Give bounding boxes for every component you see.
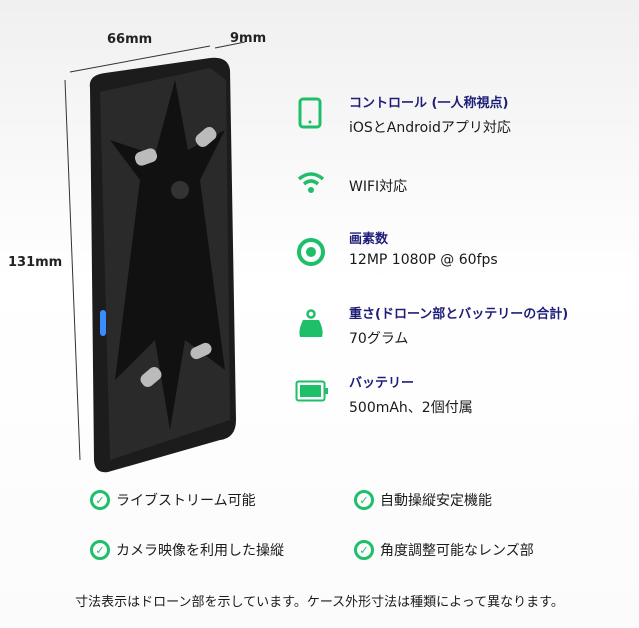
depth-dimension: 9mm <box>230 31 267 46</box>
check-circle-icon: ✓ <box>90 540 110 560</box>
wifi-icon <box>297 172 325 193</box>
drone-device-image <box>64 41 246 473</box>
spec-value-battery: 500mAh、2個付属 <box>349 400 473 416</box>
spec-title-resolution: 画素数 <box>349 232 389 247</box>
spec-value-wifi: WIFI対応 <box>349 179 408 195</box>
feature-item: ✓ ライブストリーム可能 <box>90 490 256 510</box>
height-dimension: 131mm <box>8 255 63 270</box>
feature-label: ライブストリーム可能 <box>116 493 256 509</box>
spec-value-weight: 70グラム <box>349 331 409 347</box>
feature-label: 自動操縦安定機能 <box>380 493 492 509</box>
spec-value-resolution: 12MP 1080P @ 60fps <box>349 252 498 268</box>
tablet-icon <box>298 97 322 129</box>
check-circle-icon: ✓ <box>90 490 110 510</box>
check-circle-icon: ✓ <box>354 490 374 510</box>
camera-lens-icon <box>297 238 325 266</box>
spec-title-control: コントロール (一人称視点) <box>349 96 509 111</box>
feature-item: ✓ カメラ映像を利用した操縦 <box>90 540 284 560</box>
feature-item: ✓ 角度調整可能なレンズ部 <box>354 540 534 560</box>
check-circle-icon: ✓ <box>354 540 374 560</box>
spec-value-control: iOSとAndroidアプリ対応 <box>349 120 511 136</box>
weight-icon <box>299 309 323 337</box>
feature-label: 角度調整可能なレンズ部 <box>380 543 534 559</box>
width-dimension: 66mm <box>107 32 153 47</box>
feature-item: ✓ 自動操縦安定機能 <box>354 490 492 510</box>
battery-icon <box>295 380 328 402</box>
feature-label: カメラ映像を利用した操縦 <box>116 543 284 559</box>
spec-title-weight: 重さ(ドローン部とバッテリーの合計) <box>349 307 569 322</box>
footnote: 寸法表示はドローン部を示しています。ケース外形寸法は種類によって異なります。 <box>75 595 564 610</box>
spec-title-battery: バッテリー <box>349 376 415 391</box>
